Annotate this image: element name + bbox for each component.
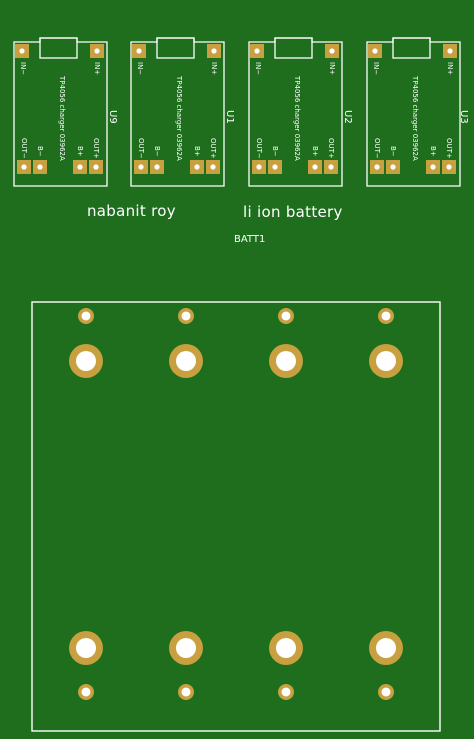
u9-out-plus-label: OUT+ xyxy=(92,138,100,159)
u9-in-minus-label: IN− xyxy=(19,62,27,76)
usb-connector-u3 xyxy=(392,37,431,59)
u3-ref-label: U3 xyxy=(458,110,469,124)
u3-in-plus-label: IN+ xyxy=(446,62,454,76)
u3-chip-label: TP4056 charger 03962A xyxy=(411,76,419,161)
battery-large-pads xyxy=(69,344,403,665)
u2-out-plus-label: OUT+ xyxy=(327,138,335,159)
u3-b-minus-label: B− xyxy=(389,146,397,157)
u1-b-plus-label: B+ xyxy=(193,146,201,157)
battery-small-pads xyxy=(78,308,394,700)
usb-connector-u2 xyxy=(274,37,313,59)
board-title-label: li ion battery xyxy=(243,203,343,221)
u1-chip-label: TP4056 charger 03962A xyxy=(175,76,183,161)
u9-b-plus-label: B+ xyxy=(76,146,84,157)
u2-chip-label: TP4056 charger 03962A xyxy=(293,76,301,161)
u3-in-minus-label: IN− xyxy=(372,62,380,76)
u3-out-minus-label: OUT− xyxy=(373,138,381,159)
u1-out-plus-label: OUT+ xyxy=(209,138,217,159)
u2-b-minus-label: B− xyxy=(271,146,279,157)
u1-ref-label: U1 xyxy=(224,110,235,124)
u2-out-minus-label: OUT− xyxy=(255,138,263,159)
usb-connector-u9 xyxy=(39,37,78,59)
battery-ref-label: BATT1 xyxy=(234,234,266,245)
u9-out-minus-label: OUT− xyxy=(20,138,28,159)
u9-in-plus-label: IN+ xyxy=(93,62,101,76)
u2-in-plus-label: IN+ xyxy=(328,62,336,76)
u1-in-plus-label: IN+ xyxy=(210,62,218,76)
u1-out-minus-label: OUT− xyxy=(137,138,145,159)
u9-b-minus-label: B− xyxy=(36,146,44,157)
module-pad-holes xyxy=(19,48,453,170)
u2-b-plus-label: B+ xyxy=(311,146,319,157)
battery-holder-outline xyxy=(31,301,441,732)
u3-b-plus-label: B+ xyxy=(429,146,437,157)
author-label: nabanit roy xyxy=(87,202,176,220)
u3-out-plus-label: OUT+ xyxy=(445,138,453,159)
usb-connector-u1 xyxy=(156,37,195,59)
u1-in-minus-label: IN− xyxy=(136,62,144,76)
u9-chip-label: TP4056 charger 03962A xyxy=(58,76,66,161)
u1-b-minus-label: B− xyxy=(153,146,161,157)
u2-in-minus-label: IN− xyxy=(254,62,262,76)
u2-ref-label: U2 xyxy=(342,110,353,124)
u9-ref-label: U9 xyxy=(107,110,118,124)
